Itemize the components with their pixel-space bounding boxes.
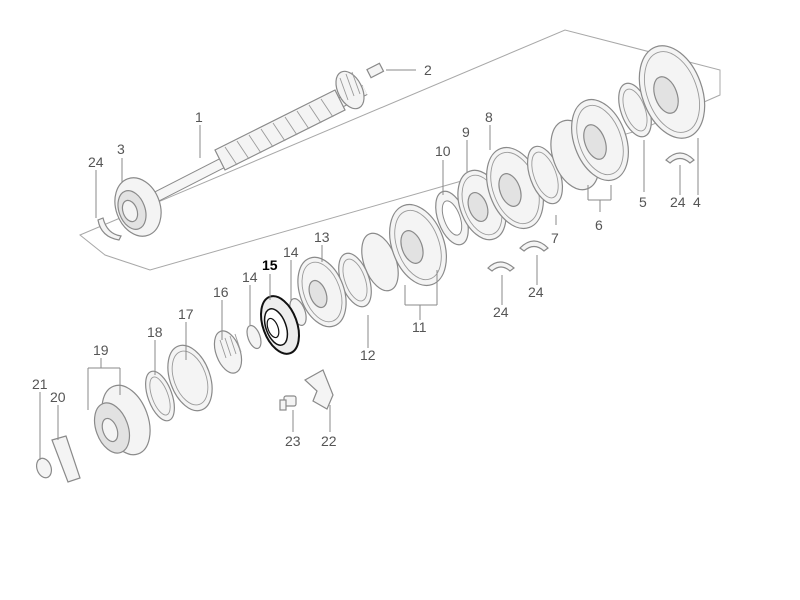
callout-2: 2 bbox=[424, 62, 432, 78]
callout-6: 6 bbox=[595, 217, 603, 233]
callout-17: 17 bbox=[178, 306, 194, 322]
part-21-nut bbox=[35, 457, 53, 479]
part-24-snap-ring-b bbox=[665, 152, 695, 164]
part-20-plate bbox=[51, 435, 81, 483]
callout-5: 5 bbox=[639, 194, 647, 210]
callout-11: 11 bbox=[412, 319, 427, 335]
part-3-bearing bbox=[114, 177, 162, 237]
callout-14: 14 bbox=[242, 269, 258, 285]
callout-12: 12 bbox=[360, 347, 376, 363]
callout-10: 10 bbox=[435, 143, 451, 159]
part-19-synchro-hub bbox=[93, 384, 151, 456]
callout-4: 4 bbox=[693, 194, 701, 210]
callout-19: 19 bbox=[93, 342, 109, 358]
callout-18: 18 bbox=[147, 324, 163, 340]
callout-8: 8 bbox=[485, 109, 493, 125]
part-18-synchro-ring bbox=[145, 370, 175, 422]
callout-7: 7 bbox=[551, 230, 559, 246]
part-16-needle-bearing bbox=[213, 330, 243, 374]
callout-9: 9 bbox=[462, 124, 470, 140]
part-11-synchro-assembly bbox=[361, 203, 447, 292]
part-24-snap-ring-a bbox=[97, 217, 122, 241]
callout-15-highlighted: 15 bbox=[262, 257, 278, 273]
part-4-gear bbox=[638, 45, 706, 139]
callout-14: 14 bbox=[283, 244, 299, 260]
callout-24: 24 bbox=[670, 194, 686, 210]
part-14-washer-b bbox=[246, 324, 262, 350]
callout-1: 1 bbox=[195, 109, 203, 125]
part-23-bolt bbox=[279, 395, 297, 411]
callout-24: 24 bbox=[88, 154, 104, 170]
part-24-snap-ring-c bbox=[519, 240, 549, 252]
callout-13: 13 bbox=[314, 229, 330, 245]
callout-16: 16 bbox=[213, 284, 229, 300]
part-24-snap-ring-d bbox=[487, 261, 515, 272]
callout-21: 21 bbox=[32, 376, 48, 392]
callout-labels: 1 2 3 24 10 9 8 7 6 5 24 4 24 24 13 14 1… bbox=[32, 62, 701, 449]
leader-lines bbox=[39, 69, 699, 460]
callout-24: 24 bbox=[528, 284, 544, 300]
part-2-pin bbox=[366, 62, 385, 79]
callout-22: 22 bbox=[321, 433, 337, 449]
callout-20: 20 bbox=[50, 389, 66, 405]
part-22-bracket bbox=[303, 369, 334, 410]
part-1-main-shaft bbox=[147, 70, 368, 205]
callout-24: 24 bbox=[493, 304, 509, 320]
part-17-gear bbox=[167, 344, 213, 412]
part-6-synchro-assembly bbox=[550, 98, 629, 191]
callout-23: 23 bbox=[285, 433, 301, 449]
callout-3: 3 bbox=[117, 141, 125, 157]
part-13-gear bbox=[297, 256, 347, 328]
